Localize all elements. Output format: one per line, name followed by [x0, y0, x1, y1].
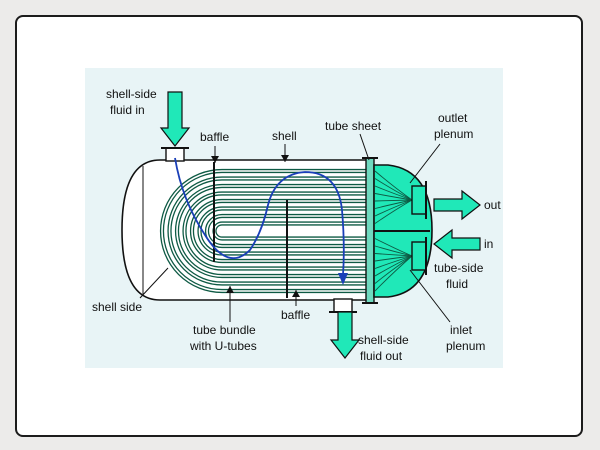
plenum-flow-line-1 [374, 199, 413, 224]
flow-arrowhead [338, 273, 348, 285]
u-tube-bore-2 [206, 215, 367, 247]
leader-shell-side [139, 267, 169, 299]
u-tube-bore-8 [161, 170, 367, 292]
leader-arrow-bundle [226, 286, 234, 293]
tube-inlet-arrow [433, 228, 481, 260]
plenum-flow-lines [374, 170, 413, 292]
leader-arrow-baffle [211, 156, 219, 163]
label-tube-sheet: tube sheet [325, 119, 382, 133]
label-out: out [484, 198, 501, 212]
label-baffle-top: baffle [200, 130, 229, 144]
plenum-flow-line-4 [374, 245, 413, 257]
leader-arrow-baffle-bottom [292, 290, 300, 297]
label-shell-side-fluid-out-2: fluid out [360, 349, 403, 363]
label-tube-side-fluid-2: fluid [446, 277, 468, 291]
tube-outlet-arrow [433, 189, 481, 221]
plenum-flow-line-10 [374, 255, 413, 269]
label-shell-side-fluid-in-1: shell-side [106, 87, 157, 101]
u-tube-bore-4 [191, 200, 367, 262]
u-tube-bore-3 [198, 207, 367, 255]
plenum-flow-line-3 [374, 199, 413, 217]
leader-lines [139, 133, 451, 323]
label-inlet-plenum-2: plenum [446, 339, 485, 353]
shell-inlet-arrow [159, 91, 191, 147]
u-tube-bore-5 [183, 192, 367, 270]
label-baffle-bottom: baffle [281, 308, 310, 322]
label-outlet-plenum-2: plenum [434, 127, 473, 141]
leader-tube-sheet [359, 133, 370, 161]
plenum-flow-line-16 [374, 255, 413, 292]
label-outlet-plenum-1: outlet [438, 111, 468, 125]
u-tube-bore-7 [168, 177, 367, 285]
label-shell-side-fluid-in-2: fluid in [110, 103, 145, 117]
plenum-flow-line-13 [374, 178, 413, 201]
label-tube-side-fluid-1: tube-side [434, 261, 484, 275]
plenum-flow-line-12 [374, 255, 413, 277]
plenum-flow-line-6 [374, 253, 413, 257]
plenum-flow-line-7 [374, 199, 413, 202]
plenum-flow-line-15 [374, 170, 413, 201]
label-tube-bundle-1: tube bundle [193, 323, 256, 337]
leader-arrow-shell [281, 155, 289, 162]
label-shell-side: shell side [92, 300, 142, 314]
inlet-nozzle [411, 241, 427, 271]
shell-outlet-nozzle [333, 298, 353, 313]
label-inlet-plenum-1: inlet [450, 323, 473, 337]
label-shell-side-fluid-out-1: shell-side [358, 333, 409, 347]
plenum-flow-line-11 [374, 185, 413, 201]
shell-outlet-arrow [329, 311, 361, 359]
shell-side-flow-path [174, 157, 345, 276]
plenum-flow-line-5 [374, 199, 413, 209]
u-tube-bore-6 [176, 185, 367, 277]
label-shell: shell [272, 129, 297, 143]
leader-outlet-plenum [409, 143, 441, 184]
plenum-flow-line-14 [374, 255, 413, 284]
plenum-flow-line-2 [374, 238, 413, 257]
outlet-nozzle [411, 185, 427, 215]
plenum-flow-line-8 [374, 255, 413, 262]
label-tube-bundle-2: with U-tubes [189, 339, 257, 353]
tube-sheet [365, 157, 375, 304]
leader-inlet-plenum [409, 269, 451, 323]
label-in: in [484, 237, 493, 251]
plenum-flow-line-9 [374, 193, 413, 201]
